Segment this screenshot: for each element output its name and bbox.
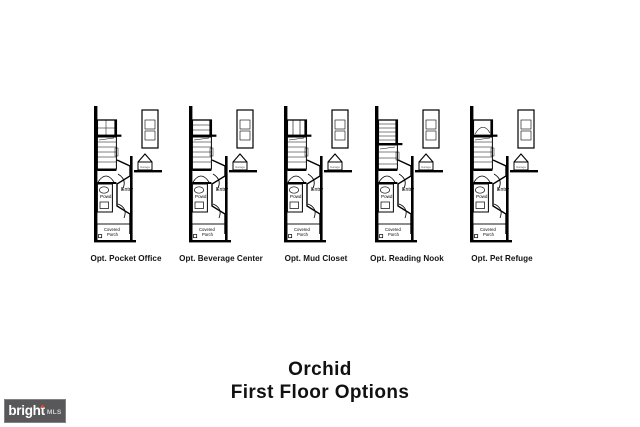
room-label-powder: Powd [476,194,488,199]
room-label-garage: Garage [235,165,245,169]
sheet-title: Orchid First Floor Options [0,358,640,405]
room-label-garage: Garage [140,165,150,169]
room-label-powder: Powd [100,194,112,199]
plan-caption: Opt. Reading Nook [370,254,444,263]
room-label-porch-1: Covered [385,227,401,232]
room-label-porch-2: Porch [202,232,214,237]
room-label-porch-2: Porch [483,232,495,237]
room-label-entry: Entry [497,187,510,193]
room-label-entry: Entry [121,187,134,193]
room-label-porch-1: Covered [199,227,215,232]
room-label-entry: Entry [311,187,324,193]
room-label-garage: Garage [330,165,340,169]
watermark-brand: bright [8,403,45,418]
room-label-porch-2: Porch [107,232,119,237]
floorplan-drawing: Entry Powd Covered Porch Garage [470,106,538,243]
floorplan-option-pocket-office[interactable]: Entry Powd Covered Porch Garage Opt. Poc… [76,104,176,269]
floorplan-drawing: Entry Powd Covered Porch Garage [94,106,162,243]
room-label-garage: Garage [516,165,526,169]
floorplan-option-beverage-center[interactable]: Entry Powd Covered Porch Garage Opt. Bev… [171,104,271,269]
bright-mls-watermark: bright MLS [4,399,66,423]
watermark-brand-text: bright [8,403,45,418]
plan-caption: Opt. Pocket Office [90,254,162,263]
watermark-suffix: MLS [46,408,62,416]
watermark-dot-icon [40,405,44,409]
floorplan-drawing: Entry Powd Covered Porch Garage [375,106,443,243]
room-label-porch-2: Porch [388,232,400,237]
room-label-porch-1: Covered [104,227,120,232]
floorplan-option-mud-closet[interactable]: Entry Powd Covered Porch Garage Opt. Mud… [266,104,366,269]
floorplan-drawing: Entry Powd Covered Porch Garage [189,106,257,243]
room-label-entry: Entry [216,187,229,193]
room-label-powder: Powd [381,194,393,199]
room-label-porch-1: Covered [480,227,496,232]
room-label-garage: Garage [421,165,431,169]
room-label-porch-2: Porch [297,232,309,237]
plan-caption: Opt. Mud Closet [284,254,348,263]
plan-subtitle: First Floor Options [230,382,410,403]
room-label-powder: Powd [195,194,207,199]
plan-name: Orchid [288,359,352,380]
floorplan-drawing: Entry Powd Covered Porch Garage [284,106,352,243]
floorplan-option-pet-refuge[interactable]: Entry Powd Covered Porch Garage Opt. Pet… [452,104,552,269]
floorplan-option-reading-nook[interactable]: Entry Powd Covered Porch Garage Opt. Rea… [357,104,457,269]
room-label-powder: Powd [290,194,302,199]
plan-caption: Opt. Pet Refuge [471,254,533,263]
floorplan-option-row: Entry Powd Covered Porch Garage Opt. Poc… [0,104,640,269]
room-label-porch-1: Covered [294,227,310,232]
plan-caption: Opt. Beverage Center [179,254,263,263]
room-label-entry: Entry [402,187,415,193]
